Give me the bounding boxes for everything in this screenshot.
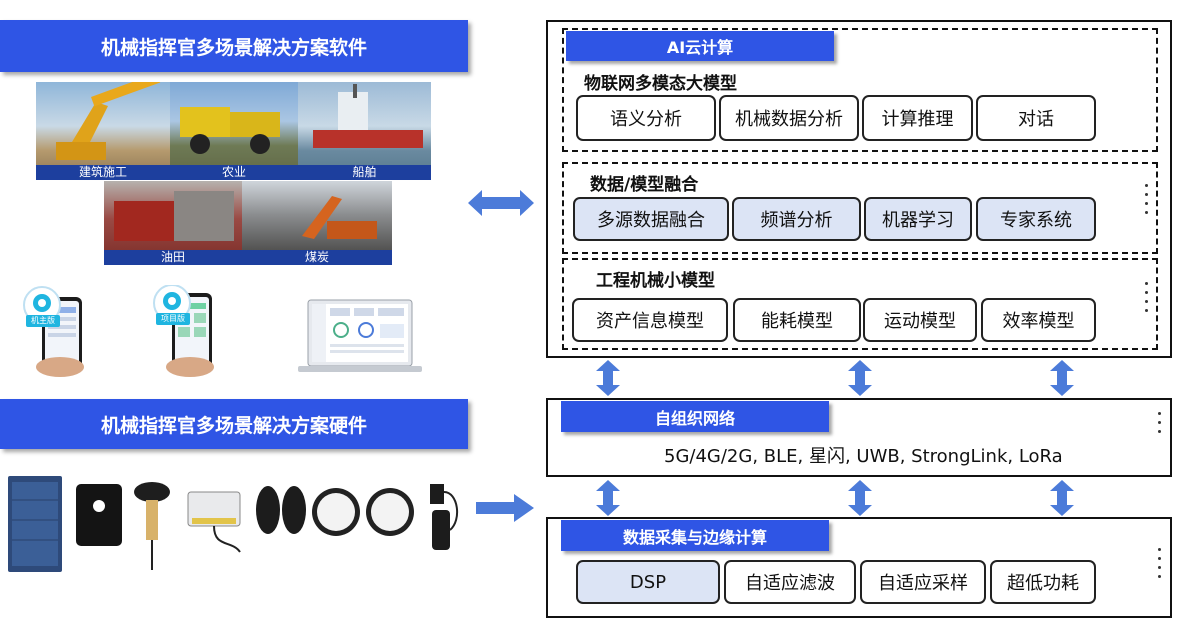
vertical-arrows-upper — [596, 360, 1074, 396]
right-arrow-icon — [476, 494, 534, 522]
iot-model-section — [562, 28, 1158, 152]
scene-caption: 油田 — [104, 250, 242, 265]
pill-multi-source-fusion: 多源数据融合 — [573, 197, 729, 241]
iot-model-title: 物联网多模态大模型 — [584, 74, 737, 94]
app-badge: 项目版 — [156, 313, 190, 325]
network-tag: 自组织网络 — [561, 401, 829, 432]
pill-adaptive-sampling: 自适应采样 — [860, 560, 986, 604]
hardware-devices — [8, 476, 459, 572]
bidirectional-arrow-icon — [468, 190, 534, 216]
laptop-dashboard — [296, 298, 424, 374]
pill-spectrum-analysis: 频谱分析 — [732, 197, 861, 241]
pill-computation-reasoning: 计算推理 — [862, 95, 973, 141]
scene-caption: 船舶 — [298, 165, 431, 180]
small-model-section — [562, 258, 1158, 350]
truck-illustration — [114, 191, 234, 241]
scene-photo-ship: 船舶 — [298, 82, 431, 180]
small-model-title: 工程机械小模型 — [596, 271, 715, 291]
pill-expert-system: 专家系统 — [976, 197, 1096, 241]
pill-asset-info-model: 资产信息模型 — [572, 298, 728, 342]
scene-photo-construction: 建筑施工 — [36, 82, 170, 180]
pill-dialogue: 对话 — [976, 95, 1096, 141]
app-badge: 机主版 — [26, 315, 60, 327]
vertical-arrows-lower — [596, 480, 1074, 516]
edge-tag: 数据采集与边缘计算 — [561, 520, 829, 551]
scene-caption: 农业 — [170, 165, 298, 180]
pill-energy-model: 能耗模型 — [733, 298, 861, 342]
ai-cloud-tag: AI云计算 — [566, 31, 834, 61]
pill-dsp: DSP — [576, 560, 720, 604]
phone-app-owner: 机主版 — [20, 285, 100, 381]
phone-app-project: 项目版 — [150, 284, 230, 381]
more-dots-icon — [1158, 548, 1162, 578]
network-protocols: 5G/4G/2G, BLE, 星闪, UWB, StrongLink, LoRa — [664, 446, 1063, 467]
pill-mechanical-data-analysis: 机械数据分析 — [719, 95, 859, 141]
fusion-title: 数据/模型融合 — [590, 175, 699, 195]
software-banner: 机械指挥官多场景解决方案软件 — [0, 20, 468, 72]
hardware-banner: 机械指挥官多场景解决方案硬件 — [0, 399, 468, 449]
scene-caption: 煤炭 — [242, 250, 392, 265]
coal-excavator-illustration — [302, 196, 377, 239]
pill-ultra-low-power: 超低功耗 — [990, 560, 1096, 604]
pill-semantic-analysis: 语义分析 — [576, 95, 716, 141]
pill-adaptive-filtering: 自适应滤波 — [724, 560, 856, 604]
scene-caption: 建筑施工 — [36, 165, 170, 180]
more-dots-icon — [1145, 282, 1149, 312]
pill-machine-learning: 机器学习 — [864, 197, 972, 241]
scene-photo-agriculture: 农业 — [170, 82, 298, 180]
excavator-illustration — [56, 82, 161, 160]
pill-motion-model: 运动模型 — [863, 298, 977, 342]
fusion-section — [562, 162, 1158, 254]
scene-photo-coal: 煤炭 — [242, 181, 392, 265]
scene-photo-oilfield: 油田 — [104, 181, 242, 265]
more-dots-icon — [1158, 412, 1162, 433]
more-dots-icon — [1145, 184, 1149, 214]
pill-efficiency-model: 效率模型 — [981, 298, 1096, 342]
ship-illustration — [313, 84, 423, 148]
harvester-illustration — [180, 107, 280, 154]
